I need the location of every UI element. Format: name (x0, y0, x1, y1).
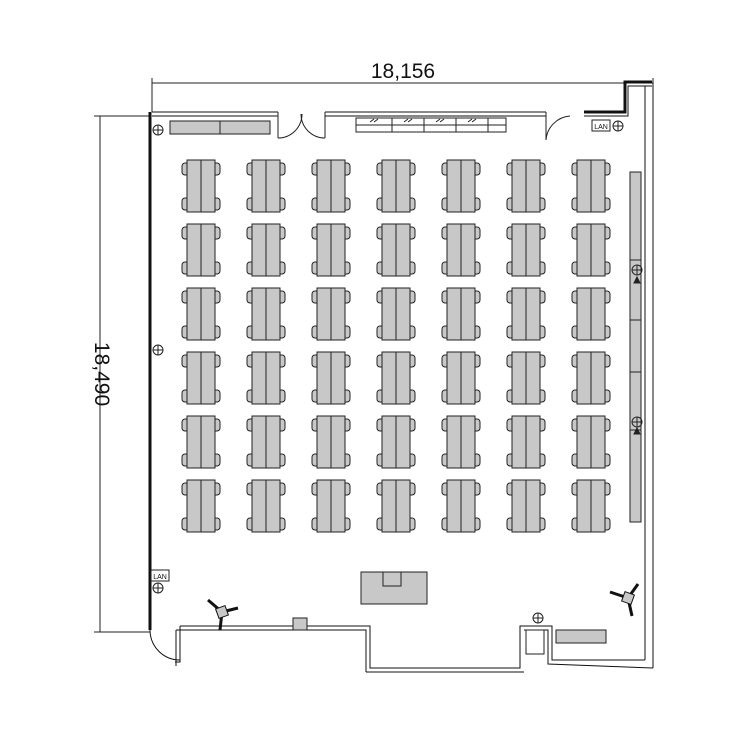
desk-grid (181, 159, 611, 533)
desk-group (571, 351, 611, 405)
outlet-icon (152, 124, 164, 136)
desk-group (376, 223, 416, 277)
desk-group (376, 159, 416, 213)
desk-group (311, 159, 351, 213)
desk-group (246, 415, 286, 469)
desk-group (506, 415, 546, 469)
outlet-icon (631, 264, 643, 276)
desk-group (571, 159, 611, 213)
desk-group (181, 159, 221, 213)
desk-group (441, 223, 481, 277)
desk-group (246, 479, 286, 533)
desk-group (441, 287, 481, 341)
desk-group (376, 287, 416, 341)
desk-group (181, 479, 221, 533)
right-side-counter (629, 171, 642, 523)
speaker-right (609, 583, 640, 617)
desk-group (181, 223, 221, 277)
outlet-icon (631, 416, 643, 428)
desk-group (311, 415, 351, 469)
desk-group (246, 159, 286, 213)
desk-group (376, 351, 416, 405)
desk-group (506, 351, 546, 405)
desk-group (311, 223, 351, 277)
desk-group (441, 415, 481, 469)
lectern (360, 571, 428, 605)
counter-top-left (169, 120, 271, 135)
power-outlets (152, 120, 643, 624)
desk-group (246, 351, 286, 405)
width-dimension (151, 78, 654, 112)
outlet-icon (612, 120, 624, 132)
lan-outlet-left: LAN (150, 569, 170, 582)
desk-group (181, 415, 221, 469)
desk-group (506, 159, 546, 213)
lan-outlet-top: LAN (591, 119, 611, 132)
desk-group (506, 287, 546, 341)
desk-group (311, 479, 351, 533)
desk-group (376, 479, 416, 533)
speaker-left (207, 598, 239, 631)
desk-group (181, 287, 221, 341)
outlet-icon (152, 344, 164, 356)
desk-group (311, 351, 351, 405)
height-dimension (94, 115, 150, 633)
desk-group (246, 223, 286, 277)
desk-group (571, 287, 611, 341)
desk-group (441, 159, 481, 213)
lan-label-top: LAN (594, 124, 608, 131)
top-window-shelf (355, 117, 507, 133)
bottom-right-cabinet (525, 629, 607, 655)
desk-group (571, 479, 611, 533)
entrance-doors (277, 112, 571, 141)
desk-group (506, 479, 546, 533)
width-dimension-label: 18,156 (371, 60, 435, 83)
desk-group (441, 479, 481, 533)
desk-group (506, 223, 546, 277)
desk-group (246, 287, 286, 341)
desk-group (441, 351, 481, 405)
height-dimension-label: 18,490 (90, 342, 113, 406)
outlet-icon (152, 582, 164, 594)
desk-group (571, 415, 611, 469)
desk-group (571, 223, 611, 277)
desk-group (311, 287, 351, 341)
outlet-icon (532, 612, 544, 624)
desk-group (376, 415, 416, 469)
bottom-wall (175, 626, 181, 663)
desk-group (181, 351, 221, 405)
walls (148, 80, 654, 673)
wall-box (292, 617, 308, 631)
lan-label-left: LAN (153, 574, 167, 581)
